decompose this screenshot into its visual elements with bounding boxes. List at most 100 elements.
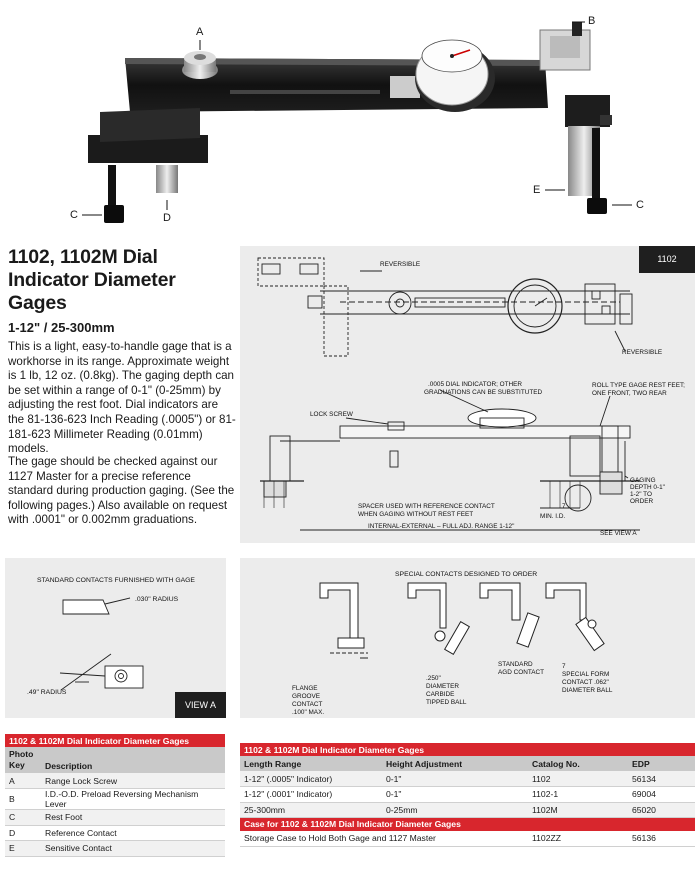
callout-c-left: C (70, 209, 78, 221)
label-radius-030: .030" RADIUS (135, 596, 179, 603)
label-special-form-4: DIAMETER BALL (562, 687, 613, 694)
standard-contacts-title: STANDARD CONTACTS FURNISHED WITH GAGE (37, 577, 195, 584)
table-cell: A (5, 773, 41, 789)
label-lock-screw: LOCK SCREW (310, 411, 354, 418)
gage-schematic (257, 257, 640, 531)
label-dial-note-1: .0005 DIAL INDICATOR; OTHER (428, 381, 522, 388)
table-cell: Reference Contact (41, 825, 225, 841)
label-special-form-2: SPECIAL FORM (562, 671, 609, 678)
case-table-caption: Case for 1102 & 1102M Dial Indicator Dia… (240, 817, 695, 831)
standard-contacts-schematic (59, 597, 144, 691)
label-flange-1: FLANGE (292, 685, 318, 692)
table-cell: 56136 (628, 830, 695, 847)
label-reversible-side: REVERSIBLE (622, 349, 662, 356)
table-cell: B (5, 788, 41, 810)
special-contacts-title: SPECIAL CONTACTS DESIGNED TO ORDER (395, 571, 537, 578)
table-cell: 0-25mm (382, 802, 528, 818)
label-special-form-3: CONTACT .062" (562, 679, 609, 686)
table-cell: 1102-1 (528, 786, 628, 803)
label-carbide-3: CARBIDE (426, 691, 454, 698)
table-cell: 1-12" (.0005" Indicator) (240, 771, 382, 787)
special-contacts-schematic (319, 582, 605, 659)
label-flange-2: GROOVE (292, 693, 320, 700)
table-cell: 25-300mm (240, 802, 382, 818)
product-photo: A B C D E C (0, 0, 700, 240)
catalog-col-height: Height Adjustment (386, 758, 463, 769)
catalog-col-edp: EDP (632, 758, 650, 769)
callout-e: E (533, 184, 541, 196)
label-range: INTERNAL-EXTERNAL – FULL ADJ. RANGE 1-12… (368, 523, 514, 530)
photo-key-table: 1102 & 1102M Dial Indicator Diameter Gag… (5, 734, 225, 857)
label-gaging-3: 1-2" TO (630, 491, 652, 498)
label-spacer-1: SPACER USED WITH REFERENCE CONTACT (358, 503, 495, 510)
catalog-table-caption: 1102 & 1102M Dial Indicator Diameter Gag… (240, 743, 695, 756)
label-standard-1: STANDARD (498, 661, 533, 668)
table-cell: 69004 (628, 786, 695, 803)
table-cell: 1102ZZ (528, 830, 628, 847)
label-spacer-2: WHEN GAGING WITHOUT REST FEET (358, 511, 473, 518)
label-carbide-4: TIPPED BALL (426, 699, 467, 706)
description-paragraph-2: The gage should be checked against our 1… (8, 455, 235, 527)
special-contacts-drawing: SPECIAL CONTACTS DESIGNED TO ORDER FLANG… (240, 558, 695, 718)
table-cell: 1102M (528, 802, 628, 818)
label-rest-feet-1: ROLL TYPE GAGE REST FEET; (592, 382, 685, 389)
table-cell: 0-1" (382, 771, 528, 787)
page-title: 1102, 1102M Dial Indicator Diameter Gage… (8, 246, 176, 314)
page-subtitle: 1-12" / 25-300mm (8, 320, 115, 335)
standard-contacts-drawing: STANDARD CONTACTS FURNISHED WITH GAGE .0… (5, 558, 226, 718)
technical-drawing-1102: 1102 (240, 246, 695, 543)
catalog-col-length: Length Range (244, 758, 302, 769)
schematic-labels: REVERSIBLE REVERSIBLE .0005 DIAL INDICAT… (310, 261, 685, 537)
view-a-tag: VIEW A (175, 692, 226, 718)
label-dial-note-2: GRADUATIONS CAN BE SUBSTITUTED (424, 389, 543, 396)
label-carbide-1: .250" (426, 675, 441, 682)
label-min-id: MIN. I.D. (540, 513, 565, 520)
callout-c-right: C (636, 199, 644, 211)
label-flange-4: .100" MAX. (292, 709, 324, 716)
table-row: 1-12" (.0005" Indicator) 0-1" 1102 56134 (240, 771, 695, 787)
table-cell: Storage Case to Hold Both Gage and 1127 … (240, 830, 528, 847)
table-cell: 0-1" (382, 786, 528, 803)
table-cell: D (5, 825, 41, 841)
catalog-table: 1102 & 1102M Dial Indicator Diameter Gag… (240, 743, 695, 847)
table-cell: 65020 (628, 802, 695, 818)
photo-key-col-desc: Description (45, 761, 93, 771)
table-cell: Range Lock Screw (41, 773, 225, 789)
label-reversible-top: REVERSIBLE (380, 261, 420, 268)
label-seven: 7 (562, 503, 566, 510)
table-cell: 56134 (628, 771, 695, 787)
table-cell: E (5, 840, 41, 857)
callout-d: D (163, 212, 171, 224)
label-gaging-1: GAGING (630, 477, 656, 484)
table-cell: Rest Foot (41, 809, 225, 826)
table-row: Storage Case to Hold Both Gage and 1127 … (240, 830, 695, 847)
description-paragraph-1: This is a light, easy-to-handle gage tha… (8, 340, 236, 456)
label-see-view-a: SEE VIEW A (600, 530, 637, 537)
table-cell: I.D.-O.D. Preload Reversing Mechanism Le… (41, 788, 225, 810)
label-special-form-1: 7 (562, 663, 566, 670)
standard-contacts-labels: STANDARD CONTACTS FURNISHED WITH GAGE .0… (27, 577, 195, 696)
catalog-col-catalog: Catalog No. (532, 758, 580, 769)
table-row: 25-300mm 0-25mm 1102M 65020 (240, 802, 695, 818)
label-radius-49: .49" RADIUS (27, 689, 67, 696)
label-gaging-2: DEPTH 0-1" (630, 484, 665, 491)
label-carbide-2: DIAMETER (426, 683, 459, 690)
table-cell: 1102 (528, 771, 628, 787)
callout-b: B (588, 15, 596, 27)
label-rest-feet-2: ONE FRONT, TWO REAR (592, 390, 667, 397)
table-cell: C (5, 809, 41, 826)
drawing-tag-1102: 1102 (639, 246, 695, 273)
gage-photo-illustration (82, 21, 632, 223)
special-contacts-labels: SPECIAL CONTACTS DESIGNED TO ORDER FLANG… (292, 571, 613, 716)
label-gaging-4: ORDER (630, 498, 653, 505)
photo-key-table-caption: 1102 & 1102M Dial Indicator Diameter Gag… (5, 734, 225, 747)
photo-key-col-key: Photo Key (9, 749, 34, 770)
table-row: 1-12" (.0001" Indicator) 0-1" 1102-1 690… (240, 786, 695, 803)
table-cell: Sensitive Contact (41, 840, 225, 857)
label-standard-2: AGD CONTACT (498, 669, 544, 676)
